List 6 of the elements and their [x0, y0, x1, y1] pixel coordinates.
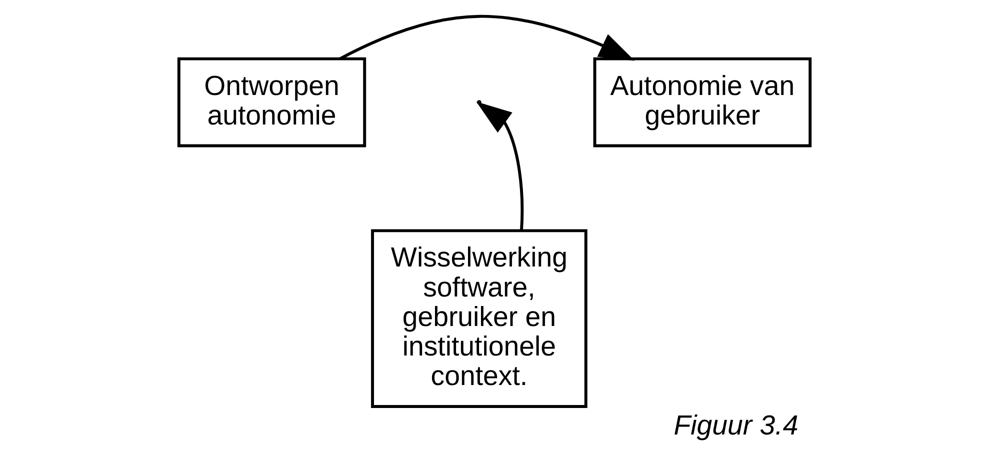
arrow	[476, 102, 524, 230]
node-box: Autonomie van gebruiker	[593, 57, 812, 148]
node-box: Wisselwerking software, gebruiker en institutionele context.	[371, 229, 588, 408]
arrow	[339, 14, 635, 61]
node-box: Ontworpen autonomie	[177, 57, 366, 148]
caption: Figuur 3.4	[674, 410, 798, 441]
